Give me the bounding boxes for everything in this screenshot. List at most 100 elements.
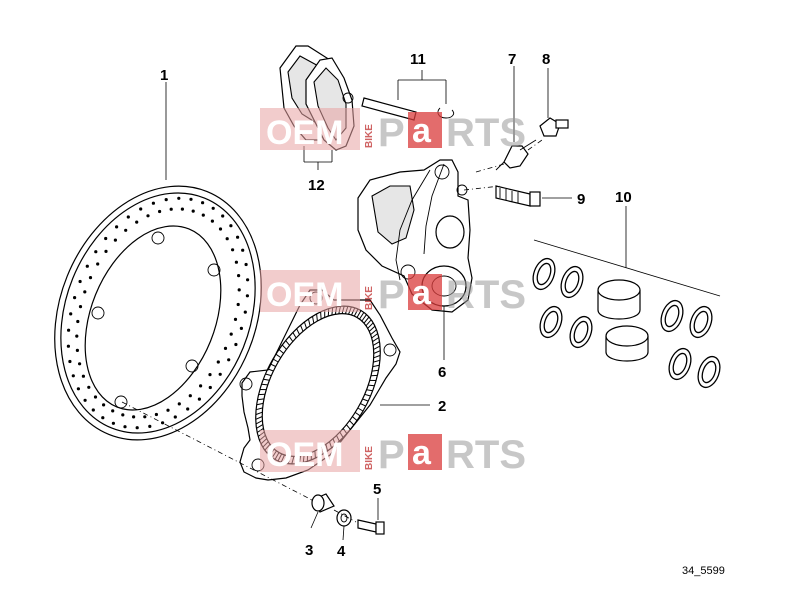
ring-tooth (368, 384, 375, 387)
disc-hole (146, 214, 150, 218)
svg-text:RTS: RTS (446, 273, 526, 317)
callout-11: 11 (410, 51, 426, 68)
caliper-bolt (495, 185, 541, 207)
ring-tooth (278, 349, 284, 354)
disc-hole (244, 262, 248, 267)
ring-tooth (356, 310, 362, 318)
disc-hole (173, 415, 177, 419)
disc-hole (210, 219, 214, 223)
ring-tooth (275, 353, 282, 359)
svg-text:P: P (378, 273, 405, 317)
ring-tooth (364, 393, 371, 397)
ring-tooth (303, 321, 307, 329)
svg-text:OEM: OEM (266, 114, 343, 152)
disc-hole (148, 424, 152, 428)
disc-hole (135, 426, 139, 430)
ring-tooth (372, 337, 380, 343)
ring-tooth (372, 364, 380, 368)
ring-tooth (373, 359, 381, 363)
disc-hole (189, 197, 193, 201)
seal-ring (660, 299, 684, 333)
ring-tooth (292, 332, 297, 339)
disc-hole (223, 346, 228, 350)
ring-tooth (255, 411, 263, 416)
ring-tooth (257, 398, 265, 401)
watermark-middle: OEM BIKE P a RTS (260, 270, 526, 317)
svg-text:OEM: OEM (266, 276, 343, 314)
disc-hole (237, 288, 241, 292)
ring-tooth (357, 407, 364, 412)
disc-hole (121, 413, 125, 417)
disc-hole (85, 264, 89, 268)
ring-tooth (349, 420, 355, 426)
leader-lines (165, 66, 627, 541)
ring-tooth (365, 319, 372, 327)
disc-hole (231, 248, 235, 252)
disc-hole (186, 407, 190, 411)
disc-hole (83, 398, 87, 402)
svg-text:P: P (378, 433, 405, 477)
figure-reference-code: 34_5599 (682, 565, 725, 577)
watermark-top: OEM BIKE P a RTS (260, 108, 526, 155)
disc-hole (83, 290, 87, 294)
seal-ring (560, 265, 584, 299)
ring-tooth (373, 354, 381, 359)
disc-hole (166, 408, 170, 412)
disc-hole (221, 214, 225, 218)
ring-tooth (272, 358, 279, 363)
disc-hole (94, 250, 98, 254)
disc-hole (216, 360, 220, 364)
piston-seal-kit (532, 239, 721, 389)
disc-hole (229, 224, 233, 228)
disc-hole (158, 209, 162, 214)
ring-tooth (367, 322, 374, 329)
disc-hole (113, 238, 117, 242)
ring-tooth (263, 378, 270, 381)
seal-ring (672, 352, 688, 376)
disc-hole (104, 249, 108, 253)
ring-tooth (255, 407, 263, 411)
disc-hole (91, 408, 95, 412)
svg-text:a: a (412, 274, 432, 312)
disc-hole (68, 359, 72, 364)
ring-tooth (270, 363, 276, 367)
disc-hole (123, 425, 127, 429)
disc-hole (87, 385, 91, 389)
ring-tooth (281, 344, 287, 350)
svg-text:a: a (412, 434, 432, 472)
svg-text:BIKE: BIKE (364, 124, 375, 148)
disc-hole (233, 317, 238, 321)
svg-text:RTS: RTS (446, 111, 526, 155)
disc-hole (211, 206, 215, 210)
disc-hole (164, 198, 168, 202)
disc-hole (243, 310, 247, 314)
disc-hole (199, 384, 203, 388)
disc-hole (93, 395, 98, 399)
ring-tooth (255, 420, 263, 425)
svg-text:a: a (412, 112, 432, 150)
callout-2: 2 (438, 398, 446, 415)
ring-tooth (316, 313, 318, 322)
seal-ring (543, 310, 559, 334)
ring-tooth (261, 383, 268, 386)
seal-ring (532, 257, 556, 291)
disc-hole (188, 394, 192, 398)
disc-hole (111, 409, 115, 413)
ring-tooth (352, 416, 358, 421)
disc-hole (104, 236, 108, 241)
callout-4: 4 (337, 543, 346, 560)
ring-tooth (312, 316, 315, 324)
svg-text:BIKE: BIKE (364, 446, 375, 470)
disc-drill-holes (66, 196, 250, 430)
callout-7: 7 (508, 51, 516, 68)
disc-hole (236, 302, 240, 307)
disc-hole (96, 262, 100, 266)
ring-tooth (361, 314, 367, 322)
disc-hole (132, 415, 136, 419)
disc-hole (143, 415, 147, 419)
svg-text:P: P (378, 111, 405, 155)
svg-text:BIKE: BIKE (364, 286, 375, 310)
disc-hole (73, 296, 77, 300)
disc-hole (169, 207, 173, 211)
piston-lower (605, 325, 649, 362)
